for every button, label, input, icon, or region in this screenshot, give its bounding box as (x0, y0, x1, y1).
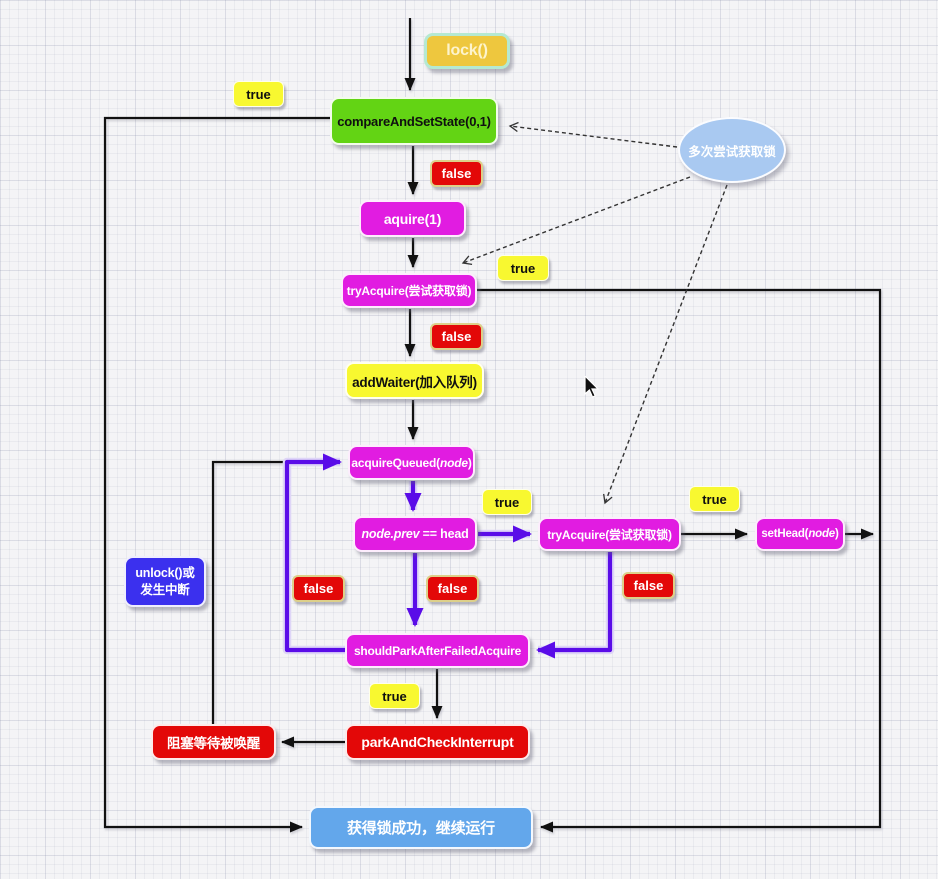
true-text: true (510, 260, 536, 276)
false-text: false (441, 329, 472, 344)
blocked-wait-node[interactable]: 阻塞等待被唤醒 (151, 724, 276, 760)
true-label-nodeprev[interactable]: true (482, 489, 532, 515)
false-label-tryacquire1[interactable]: false (430, 323, 483, 350)
park-and-check-interrupt-text: parkAndCheckInterrupt (361, 734, 514, 750)
try-acquire-1-text: tryAcquire(尝试获取锁) (346, 284, 472, 298)
false-text: false (303, 581, 334, 596)
edge-ellipse-to-cas (508, 121, 678, 148)
false-label-loop[interactable]: false (292, 575, 345, 602)
node-prev-head-rest: == head (419, 527, 469, 541)
set-head-italic: node (808, 528, 835, 540)
lock-success-node[interactable]: 获得锁成功，继续运行 (309, 806, 533, 849)
false-label-tryacquire2[interactable]: false (622, 572, 675, 599)
compare-and-set-state-node[interactable]: compareAndSetState(0,1) (330, 97, 498, 145)
lock-success-text: 获得锁成功，继续运行 (346, 820, 495, 837)
edge-tryacquire2-false-to-shouldpark (536, 552, 613, 659)
should-park-text: shouldParkAfterFailedAcquire (353, 643, 522, 658)
aquire-node[interactable]: aquire(1) (359, 200, 466, 237)
false-text: false (633, 578, 664, 593)
set-head-post: ) (835, 528, 839, 540)
false-text: false (437, 581, 468, 596)
park-and-check-interrupt-node[interactable]: parkAndCheckInterrupt (345, 724, 530, 760)
node-prev-head-italic: node.prev (361, 527, 420, 541)
edge-ellipse-to-tryacquire1 (461, 176, 691, 266)
acquire-queued-post: ) (467, 455, 472, 470)
edge-shouldpark-loop-to-acquirequeued (284, 453, 345, 653)
acquire-queued-pre: acquireQueued( (351, 455, 440, 470)
blocked-wait-text: 阻塞等待被唤醒 (166, 736, 261, 751)
set-head-pre: setHead( (761, 528, 809, 540)
true-text: true (246, 86, 271, 102)
unlock-line-1: unlock()或 (135, 565, 195, 580)
try-acquire-1-node[interactable]: tryAcquire(尝试获取锁) (341, 273, 477, 308)
edge-tryacquire1-true-to-success (477, 288, 882, 833)
unlock-line-2: 发生中断 (140, 582, 190, 597)
mouse-cursor-icon (584, 376, 600, 398)
false-label-nodeprev[interactable]: false (426, 575, 479, 602)
acquire-queued-italic: node (439, 455, 468, 470)
true-label-cas[interactable]: true (233, 81, 284, 107)
should-park-node[interactable]: shouldParkAfterFailedAcquire (345, 633, 530, 668)
add-waiter-text: addWaiter(加入队列) (352, 374, 477, 390)
aquire-text: aquire(1) (383, 210, 442, 227)
true-label-shouldpark[interactable]: true (369, 683, 420, 709)
true-label-tryacquire1[interactable]: true (497, 255, 549, 281)
compare-and-set-state-text: compareAndSetState(0,1) (337, 113, 491, 129)
try-acquire-2-node[interactable]: tryAcquire(尝试获取锁) (538, 517, 681, 551)
edge-ellipse-to-tryacquire2 (603, 184, 728, 505)
edge-cas-true-to-success (103, 116, 330, 833)
true-text: true (382, 688, 407, 704)
lock-label-text: lock() (446, 42, 488, 59)
true-text: true (494, 494, 520, 510)
try-acquire-2-text: tryAcquire(尝试获取锁) (547, 527, 672, 542)
set-head-node[interactable]: setHead(node) (755, 517, 845, 551)
retry-acquire-ellipse[interactable]: 多次尝试获取锁 (678, 117, 786, 183)
add-waiter-node[interactable]: addWaiter(加入队列) (345, 362, 484, 399)
node-prev-head-node[interactable]: node.prev == head (353, 516, 477, 552)
false-label-cas[interactable]: false (430, 160, 483, 187)
unlock-or-interrupt-node[interactable]: unlock()或 发生中断 (124, 556, 206, 607)
true-label-tryacquire2[interactable]: true (689, 486, 740, 512)
true-text: true (702, 491, 727, 507)
acquire-queued-node[interactable]: acquireQueued(node) (348, 445, 475, 480)
false-text: false (441, 166, 472, 181)
retry-acquire-text: 多次尝试获取锁 (688, 144, 776, 159)
lock-label-node[interactable]: lock() (424, 33, 510, 69)
